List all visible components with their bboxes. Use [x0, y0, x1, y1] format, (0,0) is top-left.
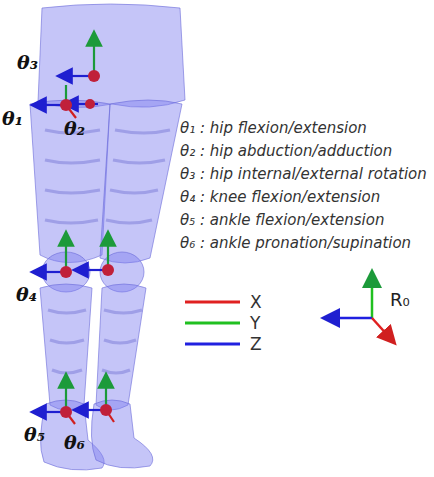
joint-description: θ₅ : ankle flexion/extension — [180, 212, 384, 229]
frame-name: R₀ — [390, 290, 410, 310]
joint-angle: θ₅ — [24, 424, 45, 445]
legend-text: Y — [250, 314, 260, 333]
joint-description: θ₁ : hip flexion/extension — [180, 120, 367, 137]
joint-angle: θ₄ — [16, 284, 37, 305]
joint-angle: θ₆ — [64, 432, 85, 453]
joint-description: θ₃ : hip internal/external rotation — [180, 166, 427, 183]
joint-angle: θ₃ — [17, 52, 38, 73]
joint-angle: θ₂ — [64, 118, 85, 139]
legend-text: Z — [250, 335, 262, 354]
joint-description: θ₄ : knee flexion/extension — [180, 189, 380, 206]
joint-description: θ₆ : ankle pronation/supination — [180, 235, 411, 252]
legend-text: X — [250, 293, 262, 312]
joint-angle: θ₁ — [2, 108, 23, 129]
joint-description: θ₂ : hip abduction/adduction — [180, 143, 392, 160]
